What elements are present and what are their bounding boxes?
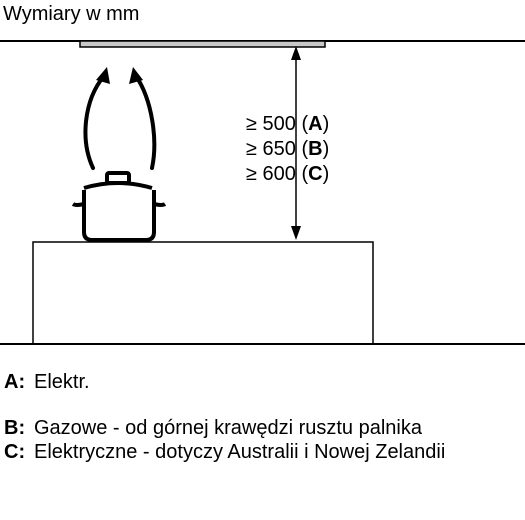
legend-text: Elektryczne - dotyczy Australii i Nowej …: [34, 441, 446, 463]
pot-icon: [71, 171, 167, 242]
dimension-arrow: [291, 46, 301, 240]
legend-item-b: B: Gazowe - od górnej krawędzi rusztu pa…: [4, 416, 522, 440]
legend-key: B:: [4, 417, 26, 439]
installation-diagram: ≥ 500 (A) ≥ 650 (B) ≥ 600 (C): [0, 40, 525, 345]
legend-item-a: A: Elektr.: [4, 370, 522, 394]
cooktop-counter: [32, 241, 374, 345]
dimension-label-a: ≥ 500 (A): [246, 113, 329, 135]
legend: A: Elektr. B: Gazowe - od górnej krawędz…: [4, 370, 522, 464]
legend-key: A:: [4, 371, 26, 393]
legend-item-c: C: Elektryczne - dotyczy Australii i Now…: [4, 440, 522, 464]
steam-arrow-left-icon: [83, 67, 110, 170]
dimension-labels: ≥ 500 (A) ≥ 650 (B) ≥ 600 (C): [246, 113, 329, 185]
legend-text: Elektr.: [34, 371, 90, 393]
steam-arrow-right-icon: [129, 67, 157, 170]
legend-text: Gazowe - od górnej krawędzi rusztu palni…: [34, 417, 422, 439]
dimension-label-b: ≥ 650 (B): [246, 138, 329, 160]
legend-key: C:: [4, 441, 26, 463]
diagram-title: Wymiary w mm: [3, 3, 140, 25]
hood: [79, 40, 326, 48]
dimension-label-c: ≥ 600 (C): [246, 163, 329, 185]
